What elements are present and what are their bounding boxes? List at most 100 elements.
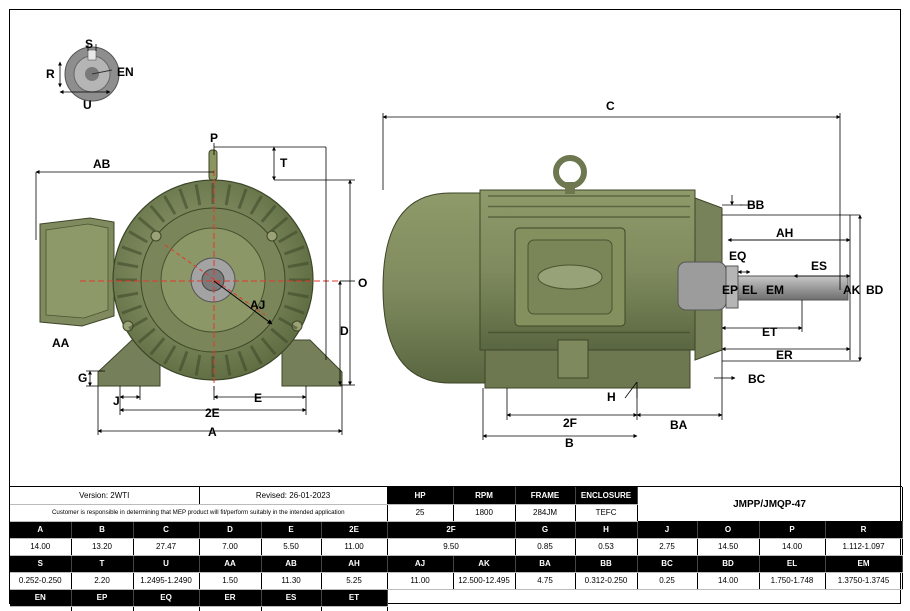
- spec-value: 1800: [453, 504, 516, 522]
- spec-header: HP: [387, 487, 454, 505]
- dim-header: AB: [261, 555, 322, 573]
- spec-value: 25: [387, 504, 454, 522]
- dim-label-ah: AH: [776, 226, 793, 240]
- empty-cell: [825, 589, 902, 606]
- motor-front-view: [39, 149, 343, 387]
- dim-label-p: P: [210, 131, 218, 145]
- dim-value: 1.2495-1.2490: [133, 572, 200, 590]
- cooling-fin: [249, 345, 263, 365]
- dim-label-t: T: [280, 156, 288, 170]
- dim-header: EL: [759, 555, 826, 573]
- dim-value: 1/2-13: [10, 606, 72, 611]
- empty-cell: [637, 606, 697, 611]
- cooling-fin: [121, 304, 143, 315]
- dim-header: 2E: [321, 521, 388, 539]
- empty-cell: [759, 606, 825, 611]
- dim-value: 5.25: [321, 572, 388, 590]
- dim-label-en: EN: [117, 65, 134, 79]
- dim-header: T: [71, 555, 134, 573]
- empty-cell: [453, 589, 515, 606]
- dim-value: 14.00: [697, 572, 760, 590]
- dim-label-aj: AJ: [250, 298, 265, 312]
- cooling-fin: [194, 354, 202, 376]
- cooling-fin: [249, 195, 263, 215]
- dim-header: ER: [199, 589, 262, 607]
- dim-label-a: A: [208, 425, 217, 439]
- dim-header: EN: [10, 589, 72, 607]
- dim-value: 0.312-0.250: [575, 572, 638, 590]
- empty-cell: [697, 589, 759, 606]
- cooling-fin: [283, 304, 305, 315]
- dim-label-ab: AB: [93, 157, 111, 171]
- cooling-fin: [163, 195, 177, 215]
- dim-value: 12.500-12.495: [453, 572, 516, 590]
- cooling-fin: [237, 188, 248, 210]
- dim-value: 0.85: [515, 538, 576, 556]
- dim-value: 2.53: [261, 606, 322, 611]
- dim-value: 0.25: [637, 572, 698, 590]
- spec-value: TEFC: [575, 504, 638, 522]
- dim-value: 3.020-2.980: [321, 606, 388, 611]
- dim-header: AJ: [387, 555, 454, 573]
- dim-label-ak: AK: [843, 283, 861, 297]
- drawing-sheet: S R EN U: [9, 9, 903, 611]
- cooling-fin: [283, 245, 305, 256]
- dim-label-s: S: [85, 37, 93, 51]
- dim-value: 0.640-0.610: [133, 606, 200, 611]
- dim-value: 5.281-5.219: [199, 606, 262, 611]
- dim-header: C: [133, 521, 200, 539]
- dim-header: EQ: [133, 589, 200, 607]
- dim-line-aj: [213, 280, 273, 325]
- empty-cell: [515, 589, 575, 606]
- dim-header: BA: [515, 555, 576, 573]
- dim-label-aa: AA: [52, 336, 70, 350]
- dim-label-2e: 2E: [205, 406, 220, 420]
- cooling-fin: [278, 230, 298, 244]
- dim-label-j: J: [113, 394, 120, 408]
- dim-value: 4.75: [515, 572, 576, 590]
- dim-label-bd: BD: [866, 283, 884, 297]
- dim-label-b: B: [565, 436, 574, 450]
- empty-cell: [575, 606, 637, 611]
- cooling-fin: [270, 216, 289, 233]
- disclaimer-note: Customer is responsible in determining t…: [10, 504, 388, 522]
- dim-value: 14.50: [697, 538, 760, 556]
- cooling-fin: [287, 261, 309, 269]
- cooling-fin: [128, 230, 148, 244]
- spec-value: 284JM: [515, 504, 576, 522]
- dim-header: G: [515, 521, 576, 539]
- cooling-fin: [270, 327, 289, 344]
- dim-header: U: [133, 555, 200, 573]
- dim-value: 9.50: [387, 538, 516, 556]
- dim-value: 11.30: [261, 572, 322, 590]
- empty-cell: [387, 589, 453, 606]
- dim-header: ET: [321, 589, 388, 607]
- model-number: JMPP/JMQP-47: [637, 487, 903, 521]
- dim-value: 14.00: [759, 538, 826, 556]
- dim-header: BD: [697, 555, 760, 573]
- dim-header: AH: [321, 555, 388, 573]
- dim-header: O: [697, 521, 760, 539]
- dim-value: 14.00: [10, 538, 72, 556]
- spec-header: RPM: [453, 487, 516, 505]
- dim-header: S: [10, 555, 72, 573]
- dim-value: 1.50: [199, 572, 262, 590]
- dim-label-el: EL: [742, 283, 757, 297]
- cooling-fin: [163, 345, 177, 365]
- dim-header: BB: [575, 555, 638, 573]
- cooling-fin: [194, 184, 202, 206]
- dim-value: 7.00: [199, 538, 262, 556]
- cooling-fin: [149, 337, 166, 356]
- cooling-fin: [178, 350, 189, 372]
- dimension-table: Version: 2WTI Revised: 26-01-2023 HP RPM…: [10, 486, 903, 611]
- dim-label-er: ER: [776, 348, 793, 362]
- spec-header: FRAME: [515, 487, 576, 505]
- cooling-fin: [137, 327, 156, 344]
- empty-cell: [825, 606, 902, 611]
- empty-cell: [697, 606, 759, 611]
- dim-label-d: D: [340, 324, 349, 338]
- dim-header: 2F: [387, 521, 516, 539]
- version-label: Version: 2WTI: [10, 487, 200, 505]
- cooling-fin: [117, 261, 139, 269]
- dim-label-u: U: [83, 98, 92, 112]
